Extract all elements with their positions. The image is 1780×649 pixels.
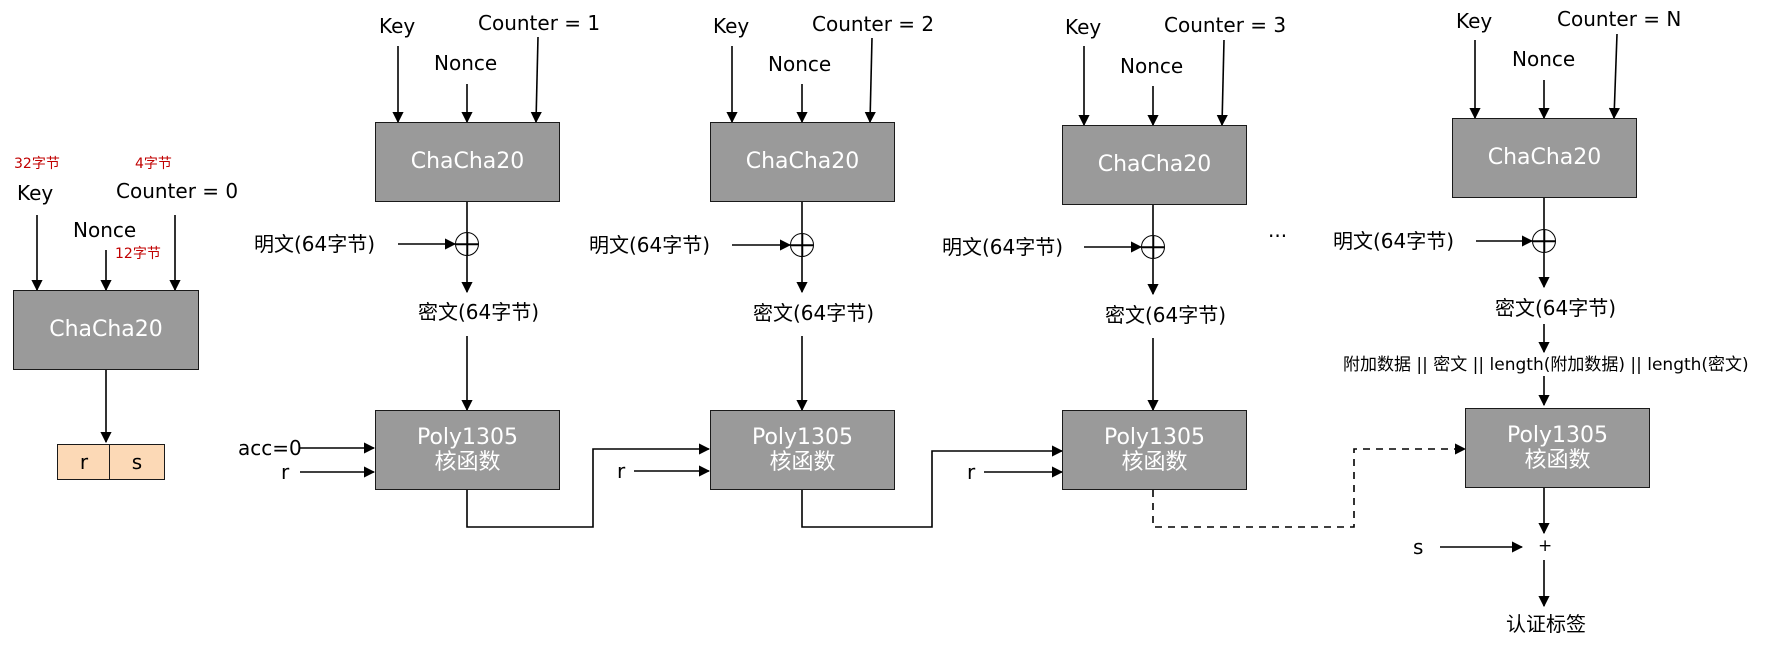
block3-key-label: Key [1065,15,1102,39]
plus-sign: + [1538,536,1553,556]
blockN-chacha20-label: ChaCha20 [1487,145,1602,171]
block2-poly1305-box: Poly1305 核函数 [710,410,895,490]
block1-key-label: Key [379,14,416,38]
init-chacha20-label: ChaCha20 [49,317,163,343]
block2-r-label: r [617,459,626,483]
blockN-chacha20-box: ChaCha20 [1452,118,1637,198]
blockN-poly1305-box: Poly1305 核函数 [1465,408,1650,488]
nonce-size-note: 12字节 [115,246,161,262]
block1-plaintext-label: 明文(64字节) [254,232,376,256]
block2-ciphertext-label: 密文(64字节) [753,301,875,325]
block2-key-label: Key [713,14,750,38]
acc-input-label: acc=0 [238,436,302,460]
block2-chacha20-box: ChaCha20 [710,122,895,202]
block2-chacha20-label: ChaCha20 [745,149,860,175]
block1-poly1305-label: Poly1305 [416,424,519,450]
blockN-xor-icon [1532,229,1556,253]
block3-r-label: r [967,460,976,484]
block3-plaintext-label: 明文(64字节) [942,235,1064,259]
init-chacha20-box: ChaCha20 [13,290,199,370]
init-counter-label: Counter = 0 [116,179,239,203]
r-cell: r [57,444,111,480]
block3-xor-icon [1141,235,1165,259]
init-key-label: Key [17,181,54,205]
block2-xor-icon [790,233,814,257]
block3-ciphertext-label: 密文(64字节) [1105,303,1227,327]
ellipsis: ··· [1268,224,1288,248]
block1-nonce-label: Nonce [434,51,498,75]
block1-ciphertext-label: 密文(64字节) [418,300,540,324]
auth-tag-label: 认证标签 [1506,612,1586,636]
counter-size-note: 4字节 [135,156,172,172]
block2-plaintext-label: 明文(64字节) [589,233,711,257]
blockN-ciphertext-label: 密文(64字节) [1495,296,1617,320]
blockN-kernel-label: 核函数 [1524,448,1591,473]
blockN-counter-label: Counter = N [1557,7,1682,31]
block3-nonce-label: Nonce [1120,54,1184,78]
block3-chacha20-label: ChaCha20 [1097,152,1212,178]
block1-r-label: r [281,460,290,484]
block3-poly1305-box: Poly1305 核函数 [1062,410,1247,490]
block3-poly1305-label: Poly1305 [1103,424,1206,450]
block1-kernel-label: 核函数 [434,450,501,475]
concat-label: 附加数据 || 密文 || length(附加数据) || length(密文) [1343,355,1749,375]
block2-nonce-label: Nonce [768,52,832,76]
block2-kernel-label: 核函数 [769,450,836,475]
r-cell-label: r [79,450,89,474]
s-cell-label: s [131,450,143,474]
blockN-nonce-label: Nonce [1512,47,1576,71]
init-nonce-label: Nonce [73,218,137,242]
s-cell: s [109,444,165,480]
blockN-poly1305-label: Poly1305 [1506,422,1609,448]
block3-counter-label: Counter = 3 [1164,13,1287,37]
block1-chacha20-label: ChaCha20 [410,149,525,175]
block1-poly1305-box: Poly1305 核函数 [375,410,560,490]
block1-xor-icon [455,232,479,256]
s-input-label: s [1413,535,1424,559]
block2-counter-label: Counter = 2 [812,12,935,36]
key-size-note: 32字节 [14,156,60,172]
block1-chacha20-box: ChaCha20 [375,122,560,202]
block3-kernel-label: 核函数 [1121,450,1188,475]
blockN-plaintext-label: 明文(64字节) [1333,229,1455,253]
block3-chacha20-box: ChaCha20 [1062,125,1247,205]
block2-poly1305-label: Poly1305 [751,424,854,450]
block1-counter-label: Counter = 1 [478,11,601,35]
blockN-key-label: Key [1456,9,1493,33]
